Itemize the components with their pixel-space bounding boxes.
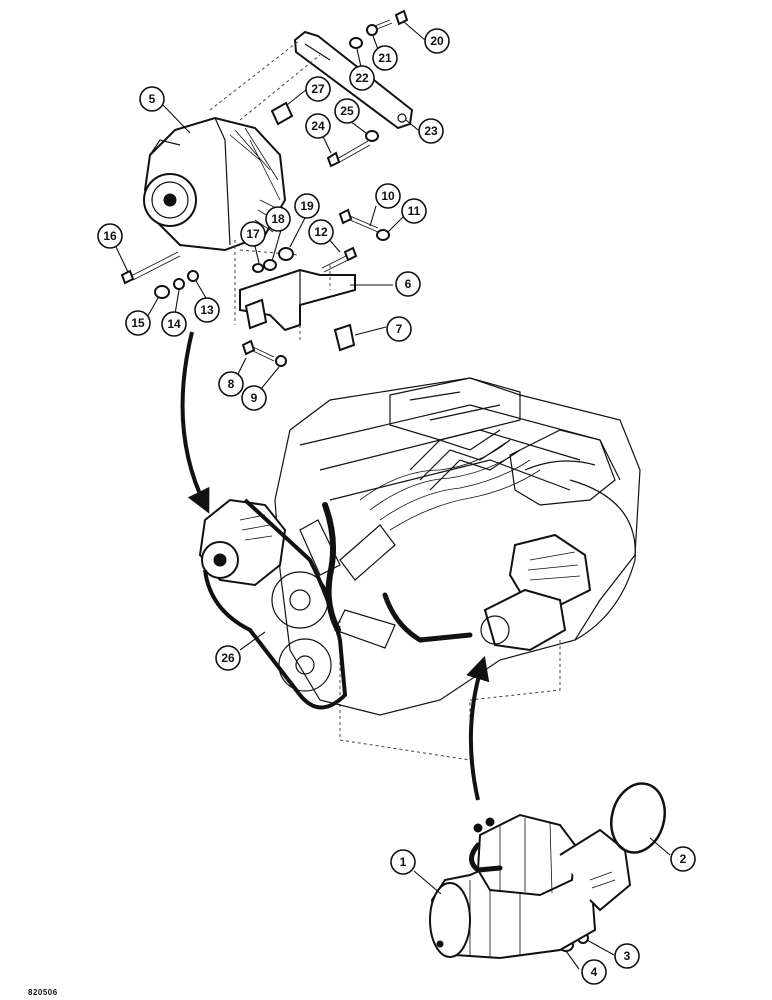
- callout-22-label: 22: [355, 71, 369, 85]
- callout-21: 21: [372, 45, 398, 71]
- callout-7: 7: [386, 316, 412, 342]
- callout-1: 1: [390, 849, 416, 875]
- callout-18-label: 18: [271, 212, 285, 226]
- callout-19-label: 19: [300, 199, 314, 213]
- bushings: [244, 101, 356, 352]
- callout-27: 27: [305, 76, 331, 102]
- callout-23: 23: [418, 118, 444, 144]
- callout-21-label: 21: [378, 51, 392, 65]
- callout-2: 2: [670, 846, 696, 872]
- bolt-12: [321, 246, 358, 273]
- callout-16-label: 16: [103, 229, 117, 243]
- installed-starter: [480, 533, 592, 652]
- callout-1-label: 1: [400, 855, 407, 869]
- callout-10: 10: [375, 183, 401, 209]
- callouts: 1 2 3 4 5 6 7 8 9 10 11 12 13 14 15 16 1…: [97, 28, 696, 985]
- callout-14-label: 14: [167, 317, 181, 331]
- callout-15: 15: [125, 310, 151, 336]
- callout-11-label: 11: [408, 204, 421, 218]
- callout-5-label: 5: [149, 92, 156, 106]
- callout-2-label: 2: [680, 852, 687, 866]
- callout-12-label: 12: [314, 225, 328, 239]
- callout-26: 26: [215, 645, 241, 671]
- figure-code: 820506: [28, 988, 58, 997]
- injection-pump-lines: [409, 429, 521, 491]
- bolt-8: [241, 339, 275, 362]
- callout-7-label: 7: [396, 322, 403, 336]
- callout-11: 11: [401, 198, 427, 224]
- bolt-10: [338, 208, 379, 233]
- bolt-20: [369, 9, 409, 32]
- callout-16: 16: [97, 223, 123, 249]
- callout-4: 4: [581, 959, 607, 985]
- callout-3-label: 3: [624, 949, 631, 963]
- callout-20: 20: [424, 28, 450, 54]
- callout-13: 13: [194, 297, 220, 323]
- callout-8: 8: [218, 371, 244, 397]
- drive-belt: [203, 498, 348, 710]
- bolt-24: [326, 140, 371, 168]
- callout-14: 14: [161, 311, 187, 337]
- callout-17: 17: [240, 221, 266, 247]
- callout-17-label: 17: [246, 227, 260, 241]
- callout-24-label: 24: [311, 119, 325, 133]
- callout-10-label: 10: [381, 189, 395, 203]
- callout-23-label: 23: [424, 124, 438, 138]
- callout-15-label: 15: [131, 316, 145, 330]
- callout-9-label: 9: [251, 391, 258, 405]
- callout-20-label: 20: [430, 34, 444, 48]
- callout-24: 24: [305, 113, 331, 139]
- callout-5: 5: [139, 86, 165, 112]
- engine-assembly: [198, 377, 641, 761]
- callout-26-label: 26: [221, 651, 235, 665]
- callout-6: 6: [395, 271, 421, 297]
- callout-6-label: 6: [405, 277, 412, 291]
- callout-12: 12: [308, 219, 334, 245]
- installed-alternator: [198, 498, 287, 587]
- callout-19: 19: [294, 193, 320, 219]
- install-arrow-alternator: [180, 331, 210, 514]
- starter-motor-exploded: [429, 813, 632, 960]
- callout-8-label: 8: [228, 377, 235, 391]
- callout-4-label: 4: [591, 965, 598, 979]
- o-ring: [610, 782, 666, 854]
- callout-27-label: 27: [311, 82, 325, 96]
- install-arrow-starter: [466, 655, 490, 801]
- callout-18: 18: [265, 206, 291, 232]
- callout-25-label: 25: [340, 104, 354, 118]
- callout-9: 9: [241, 385, 267, 411]
- callout-13-label: 13: [200, 303, 214, 317]
- callout-25: 25: [334, 98, 360, 124]
- callout-3: 3: [614, 943, 640, 969]
- bolt-16: [120, 251, 181, 285]
- leader-lines: [114, 21, 671, 970]
- callout-22: 22: [349, 65, 375, 91]
